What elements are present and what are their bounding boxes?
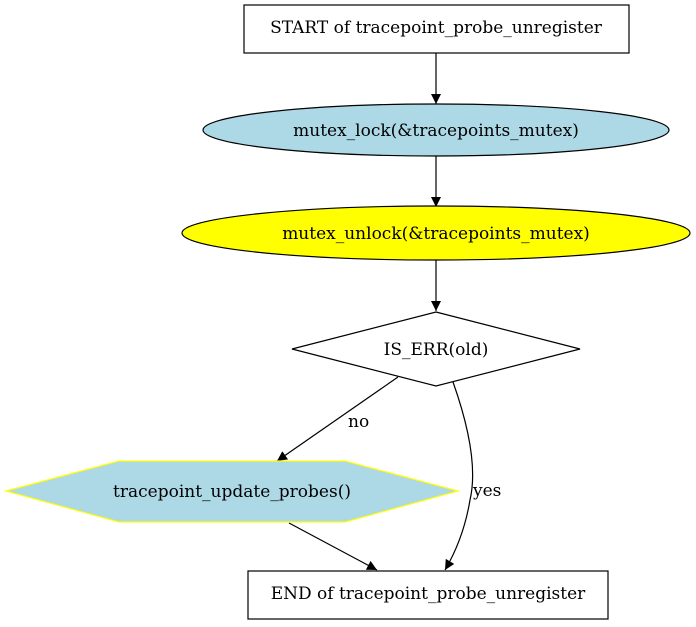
edge-check-to-update: [276, 376, 399, 462]
edge-update-to-end: [288, 522, 378, 571]
end-node: END of tracepoint_probe_unregister: [247, 570, 609, 620]
start-node: START of tracepoint_probe_unregister: [243, 4, 630, 54]
end-node-label: END of tracepoint_probe_unregister: [271, 584, 586, 604]
mutex-lock-ellipse: [202, 103, 670, 157]
start-node-label: START of tracepoint_probe_unregister: [270, 18, 603, 38]
mutex-lock-label: mutex_lock(&tracepoints_mutex): [293, 121, 579, 141]
edge-label-yes: yes: [472, 481, 501, 501]
mutex-unlock-ellipse: [181, 205, 691, 261]
start-node-box: [243, 4, 630, 54]
mutex-lock-node: mutex_lock(&tracepoints_mutex): [202, 103, 670, 157]
mutex-unlock-label: mutex_unlock(&tracepoints_mutex): [282, 224, 590, 244]
edge-label-no: no: [348, 412, 369, 432]
update-probes-hexagon: [3, 460, 461, 523]
is-err-diamond: [291, 311, 581, 387]
end-node-box: [247, 570, 609, 620]
update-probes-label: tracepoint_update_probes(): [113, 482, 351, 502]
update-probes-node: tracepoint_update_probes(): [3, 460, 461, 523]
mutex-unlock-node: mutex_unlock(&tracepoints_mutex): [181, 205, 691, 261]
is-err-label: IS_ERR(old): [384, 340, 489, 360]
edge-check-to-end: [444, 381, 474, 571]
is-err-decision-node: IS_ERR(old): [291, 311, 581, 387]
